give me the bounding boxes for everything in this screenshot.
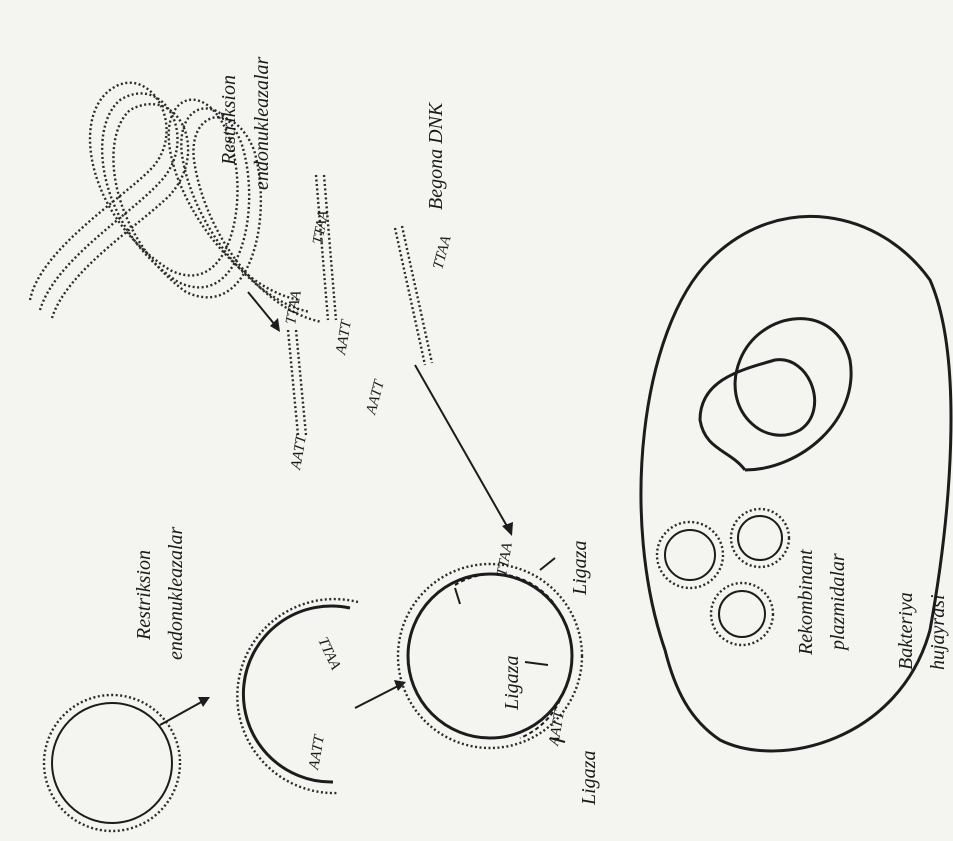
ligase-tick-2 [525,662,548,665]
recomb-plasmid-c-outer [711,583,773,645]
ligase-bottom-label: Ligaza [578,751,600,806]
ligase-tick-3 [540,558,555,570]
bacteria-label-1: Bakteriya [895,592,917,670]
recomb-plasmid-c-inner [719,591,765,637]
arrow-fragment-to-recombinant [415,365,508,528]
arrow-open-to-recombinant [355,685,400,708]
opened-plasmid [237,599,358,793]
recomb-plasmid-a-inner [665,530,715,580]
ligase-tick-1 [455,588,460,604]
recomb-plasmid-a-outer [657,522,723,588]
frag1-left-seq: AATT [288,432,310,471]
recomb-plasmid-b-outer [731,509,789,567]
foreign-dna-coil [30,83,322,322]
dna-fragment-3 [395,226,432,365]
restriction-top-label-2: endonukleazalar [251,56,273,190]
arrow-head-3 [502,522,513,536]
ligase-center-label: Ligaza [501,656,523,711]
frag2-left-seq: AATT [333,317,355,356]
recomb-plasmid-b-inner [738,516,782,560]
frag2-right-seq: TTAA [310,209,332,246]
bacterial-chromosome [700,319,851,470]
open-plasmid-top-seq: TTAA [314,635,343,673]
recombinant-label-1: Rekombinant [795,549,817,656]
dna-fragment-1 [288,330,306,435]
foreign-dna-label: Begona DNK [425,101,447,210]
open-plasmid-bottom-seq: AATT [306,732,328,771]
restriction-left-label-2: endonukleazalar [165,526,187,660]
recombinant-label-2: plazmidalar [827,553,849,652]
frag3-right-seq: TTAA [430,233,454,271]
bacteria-label-2: hujayrasi [927,594,949,670]
recomb-top-seq: TTAA [494,541,516,578]
restriction-left-label-1: Restriksion [133,550,155,641]
arrow-head-2 [394,680,406,691]
ligase-top-right-label: Ligaza [569,541,591,596]
dna-fragment-2 [316,175,336,320]
frag3-left-seq: AATT [363,377,388,417]
restriction-top-label-1: Restriksion [218,75,240,166]
frag1-right-seq: TTAA [283,289,305,326]
plasmid-circle [44,695,180,831]
arrow-plasmid-to-open [160,700,205,725]
